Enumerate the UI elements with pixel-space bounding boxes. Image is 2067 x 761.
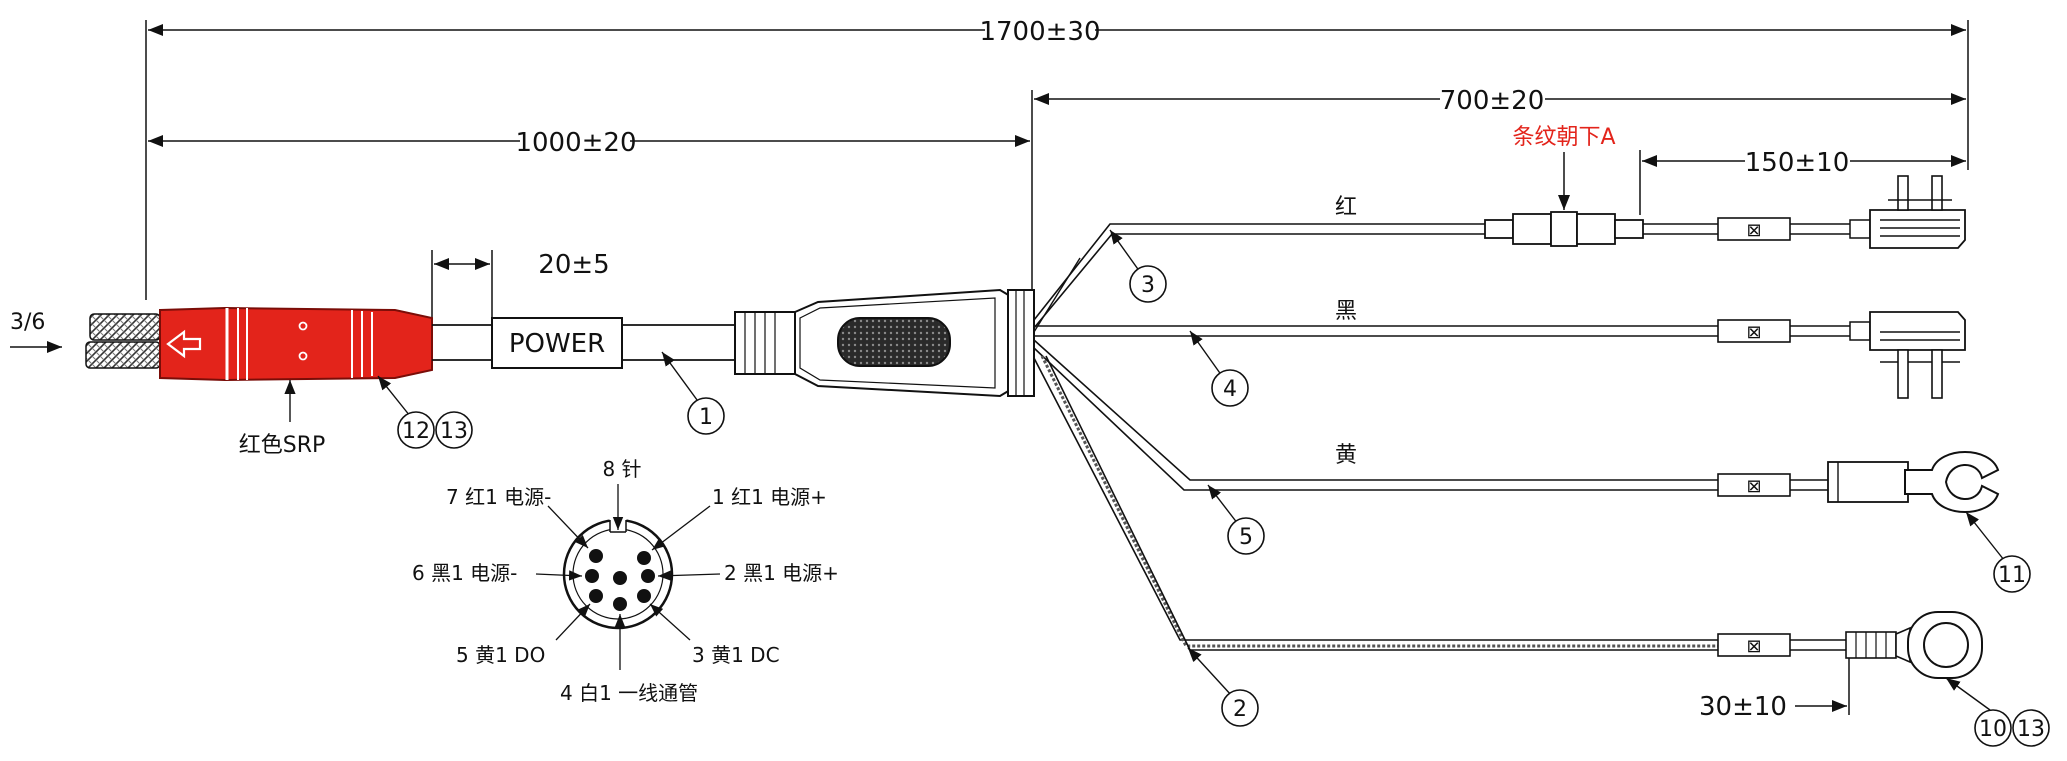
connector-name: 红色SRP <box>239 380 326 458</box>
fuse-note: 条纹朝下A <box>1512 125 1616 210</box>
callout-3-label: 3 <box>1141 273 1155 298</box>
wire-black-marker-icon: ⊠ <box>1746 322 1761 343</box>
pin-2-label: 2 黑1 电源+ <box>724 561 839 585</box>
dimension-ring-offset: 30±10 <box>1699 650 1850 722</box>
wire-yellow-label: 黄 <box>1335 443 1357 468</box>
pin-7-label: 7 红1 电源- <box>446 485 551 509</box>
callout-11-label: 11 <box>1998 563 2026 588</box>
pin-1-label: 1 红1 电源+ <box>712 485 827 509</box>
pin-4 <box>613 597 627 611</box>
wire-yellow: ⊠ 黄 <box>1033 339 2000 513</box>
dim-ring-offset-label: 30±10 <box>1699 692 1787 722</box>
wire-black: ⊠ 黑 <box>1034 299 1966 399</box>
pin-7 <box>589 549 603 563</box>
fork-terminal <box>1827 451 2000 513</box>
fuse-note-label: 条纹朝下A <box>1512 125 1615 150</box>
pin-1 <box>637 551 651 565</box>
pin-3-label: 3 黄1 DC <box>692 643 780 667</box>
splitter-body <box>734 288 1035 398</box>
dim-power-label-label: 20±5 <box>538 250 609 280</box>
dimension-overall: 1700±30 <box>145 17 1969 300</box>
dimension-power-label: 20±5 <box>431 250 610 320</box>
callout-2-label: 2 <box>1233 697 1247 722</box>
callout-1: 1 <box>661 351 725 435</box>
splitter-mesh <box>837 317 951 367</box>
wire-yellow-marker-icon: ⊠ <box>1746 476 1761 497</box>
callout-3: 3 <box>1109 229 1167 303</box>
callout-4-label: 4 <box>1223 377 1237 402</box>
red-srp-connector <box>159 306 433 382</box>
dimension-fuse-offset: 150±10 <box>1639 148 1966 215</box>
power-sleeve-label: POWER <box>509 329 605 359</box>
power-sleeve <box>491 317 623 369</box>
direction-arrow-icon <box>166 329 202 359</box>
connector-name-label: 红色SRP <box>239 433 326 458</box>
ring-terminal <box>1845 611 1983 679</box>
wire-black-label: 黑 <box>1335 299 1357 324</box>
pin-3 <box>637 589 651 603</box>
callout-2: 2 <box>1187 647 1259 727</box>
pin-2 <box>641 569 655 583</box>
pinout-diagram: 8 针 1 红1 电源+ 2 黑1 电源+ 3 黄1 DC 4 白1 一线通管 … <box>412 457 839 705</box>
pin-6 <box>585 569 599 583</box>
callout-10-label: 10 <box>1979 717 2007 742</box>
callout-4: 4 <box>1189 330 1249 407</box>
callout-11: 11 <box>1965 511 2031 593</box>
wire-yellow-marker <box>1717 473 1791 497</box>
dim-fuse-offset-label: 150±10 <box>1745 148 1850 178</box>
wire-red: ⊠ 红 <box>1033 175 1966 333</box>
dimension-main-cable: 1000±20 <box>148 90 1033 320</box>
wire-red-marker <box>1717 217 1791 241</box>
wire-ground-marker-icon: ⊠ <box>1746 636 1761 657</box>
wire-red-label: 红 <box>1335 195 1357 220</box>
dim-overall-label: 1700±30 <box>979 17 1100 47</box>
wire-black-marker <box>1717 319 1791 343</box>
dimension-branch: 700±20 <box>1034 86 1966 116</box>
pin-5 <box>589 589 603 603</box>
inline-fuse-holder <box>1484 211 1644 247</box>
callout-5-label: 5 <box>1239 525 1253 550</box>
input-arrow: 3/6 <box>10 310 62 353</box>
callout-12-label: 12 <box>402 419 430 444</box>
callout-13a-label: 13 <box>440 419 468 444</box>
callout-13b-label: 13 <box>2017 717 2045 742</box>
wire-ground-marker <box>1717 633 1791 657</box>
pin-5-label: 5 黄1 DO <box>456 643 545 667</box>
pin-6-label: 6 黑1 电源- <box>412 561 517 585</box>
main-cable: POWER <box>432 317 740 369</box>
dim-main-cable-label: 1000±20 <box>515 128 636 158</box>
wire-red-marker-icon: ⊠ <box>1746 220 1761 241</box>
blade-terminal-red <box>1849 175 1966 249</box>
dim-branch-label: 700±20 <box>1440 86 1545 116</box>
pin-4-label: 4 白1 一线通管 <box>560 681 698 705</box>
blade-terminal-black <box>1849 311 1966 399</box>
pin-8 <box>613 571 627 585</box>
callout-5: 5 <box>1207 484 1265 555</box>
callout-12-13: 12 13 <box>377 375 473 449</box>
pinout-title: 8 针 <box>602 457 641 481</box>
callout-1-label: 1 <box>699 405 713 430</box>
braided-shield <box>85 313 161 369</box>
input-spec-label: 3/6 <box>10 310 45 335</box>
wire-ground: ⊠ <box>1033 355 1983 679</box>
callout-10-13: 10 13 <box>1945 677 2050 747</box>
